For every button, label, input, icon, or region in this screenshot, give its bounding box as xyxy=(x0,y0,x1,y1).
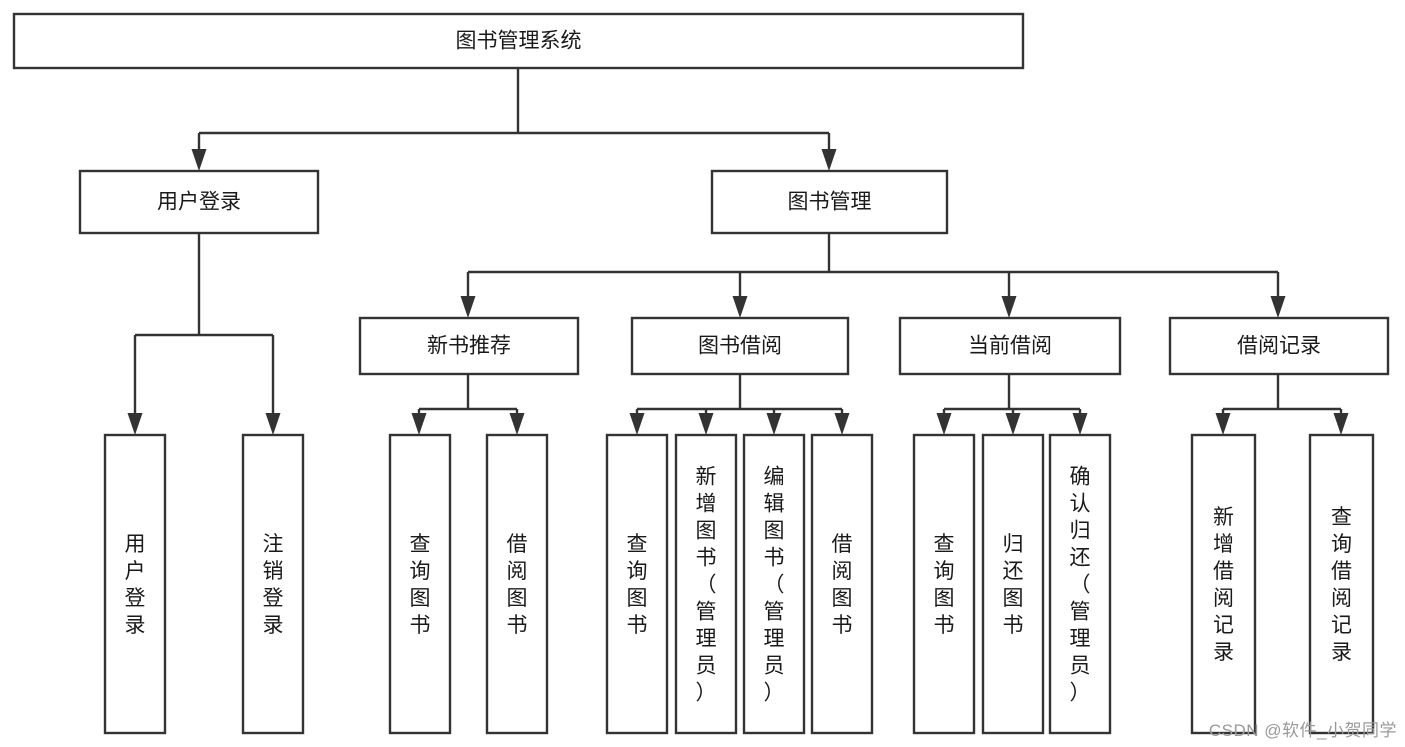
connector-edge-nb-a xyxy=(411,409,427,435)
node-l2-current[interactable]: 当前借阅 xyxy=(898,316,1122,376)
connector-edge-ul-leaf2 xyxy=(265,335,281,435)
node-label-leaf-nb-borrow: 借阅图书 xyxy=(507,533,528,637)
node-box-l2-current[interactable] xyxy=(898,316,1122,376)
node-leaf-nb-borrow[interactable]: 借阅图书 xyxy=(485,433,549,735)
node-label-leaf-rc-query: 查询借阅记录 xyxy=(1331,506,1352,664)
node-box-leaf-bb-edit[interactable] xyxy=(742,433,806,735)
node-label-leaf-bb-add: 新增图书（管理员） xyxy=(696,466,717,705)
connector-edge-root-to-book-mgmt xyxy=(821,133,837,171)
connectors-layer xyxy=(127,68,1349,435)
node-label-l2-current: 当前借阅 xyxy=(968,335,1052,358)
node-leaf-nb-query[interactable]: 查询图书 xyxy=(388,433,452,735)
node-root[interactable]: 图书管理系统 xyxy=(12,12,1025,70)
connector-edge-bm-borrow xyxy=(732,272,748,318)
connector-edge-nb-b xyxy=(509,409,525,435)
node-box-l2-new-book[interactable] xyxy=(358,316,580,376)
connector-edge-rc-a xyxy=(1215,409,1231,435)
node-box-leaf-bb-borrow[interactable] xyxy=(810,433,874,735)
node-box-l2-borrow[interactable] xyxy=(630,316,850,376)
node-label-leaf-cb-return: 归还图书 xyxy=(1003,533,1024,637)
node-box-leaf-nb-borrow[interactable] xyxy=(485,433,549,735)
node-box-leaf-user-login[interactable] xyxy=(103,433,167,735)
node-l1-book-mgmt[interactable]: 图书管理 xyxy=(710,169,949,235)
node-l2-new-book[interactable]: 新书推荐 xyxy=(358,316,580,376)
node-box-leaf-cb-confirm[interactable] xyxy=(1048,433,1112,735)
node-box-leaf-cb-return[interactable] xyxy=(981,433,1045,735)
node-box-leaf-bb-query[interactable] xyxy=(605,433,669,735)
nodes-layer: 图书管理系统用户登录图书管理新书推荐图书借阅当前借阅借阅记录用户登录注销登录查询… xyxy=(12,12,1390,735)
node-label-leaf-logout: 注销登录 xyxy=(263,533,284,637)
node-label-l2-borrow: 图书借阅 xyxy=(698,335,782,358)
node-label-leaf-user-login: 用户登录 xyxy=(125,533,146,637)
node-l2-record[interactable]: 借阅记录 xyxy=(1168,316,1390,376)
connector-edge-bm-current xyxy=(1001,272,1017,318)
node-leaf-rc-query[interactable]: 查询借阅记录 xyxy=(1308,433,1375,735)
connector-edge-ul-leaf1 xyxy=(127,335,143,435)
node-leaf-cb-query[interactable]: 查询图书 xyxy=(912,433,976,735)
node-leaf-cb-confirm[interactable]: 确认归还（管理员） xyxy=(1048,433,1112,735)
node-label-root: 图书管理系统 xyxy=(456,30,582,53)
node-label-l2-record: 借阅记录 xyxy=(1237,335,1321,358)
connector-edge-root-to-user-login xyxy=(191,133,207,171)
node-label-leaf-nb-query: 查询图书 xyxy=(410,533,431,637)
connector-edge-bm-newbook xyxy=(460,272,476,318)
connector-edge-bb-a xyxy=(629,409,645,435)
node-box-leaf-bb-add[interactable] xyxy=(674,433,738,735)
node-label-leaf-bb-query: 查询图书 xyxy=(627,533,648,637)
node-leaf-bb-edit[interactable]: 编辑图书（管理员） xyxy=(742,433,806,735)
node-box-leaf-nb-query[interactable] xyxy=(388,433,452,735)
node-box-l1-book-mgmt[interactable] xyxy=(710,169,949,235)
connector-edge-cb-a xyxy=(936,409,952,435)
connector-edge-cb-c xyxy=(1072,409,1088,435)
connector-edge-bb-c xyxy=(766,409,782,435)
csdn-watermark: CSDN @软件_小贺同学 xyxy=(1208,721,1397,740)
node-label-l1-user-login: 用户登录 xyxy=(157,191,241,214)
node-box-l1-user-login[interactable] xyxy=(78,169,320,235)
node-box-leaf-rc-add[interactable] xyxy=(1190,433,1257,735)
node-box-leaf-rc-query[interactable] xyxy=(1308,433,1375,735)
node-box-leaf-cb-query[interactable] xyxy=(912,433,976,735)
node-label-leaf-cb-query: 查询图书 xyxy=(934,533,955,637)
node-l1-user-login[interactable]: 用户登录 xyxy=(78,169,320,235)
connector-edge-bm-record xyxy=(1270,272,1286,318)
node-box-leaf-logout[interactable] xyxy=(241,433,305,735)
node-leaf-bb-query[interactable]: 查询图书 xyxy=(605,433,669,735)
node-label-l1-book-mgmt: 图书管理 xyxy=(788,191,872,214)
node-l2-borrow[interactable]: 图书借阅 xyxy=(630,316,850,376)
node-label-leaf-bb-borrow: 借阅图书 xyxy=(832,533,853,637)
node-leaf-bb-add[interactable]: 新增图书（管理员） xyxy=(674,433,738,735)
node-label-l2-new-book: 新书推荐 xyxy=(427,335,511,358)
node-label-leaf-cb-confirm: 确认归还（管理员） xyxy=(1070,466,1091,705)
connector-edge-bb-b xyxy=(698,409,714,435)
node-leaf-logout[interactable]: 注销登录 xyxy=(241,433,305,735)
node-leaf-cb-return[interactable]: 归还图书 xyxy=(981,433,1045,735)
node-box-l2-record[interactable] xyxy=(1168,316,1390,376)
node-leaf-rc-add[interactable]: 新增借阅记录 xyxy=(1190,433,1257,735)
node-leaf-bb-borrow[interactable]: 借阅图书 xyxy=(810,433,874,735)
node-box-root[interactable] xyxy=(12,12,1025,70)
node-leaf-user-login[interactable]: 用户登录 xyxy=(103,433,167,735)
connector-edge-bb-d xyxy=(834,409,850,435)
node-label-leaf-rc-add: 新增借阅记录 xyxy=(1213,506,1234,664)
connector-edge-cb-b xyxy=(1005,409,1021,435)
connector-edge-rc-b xyxy=(1333,409,1349,435)
node-label-leaf-bb-edit: 编辑图书（管理员） xyxy=(764,466,785,705)
